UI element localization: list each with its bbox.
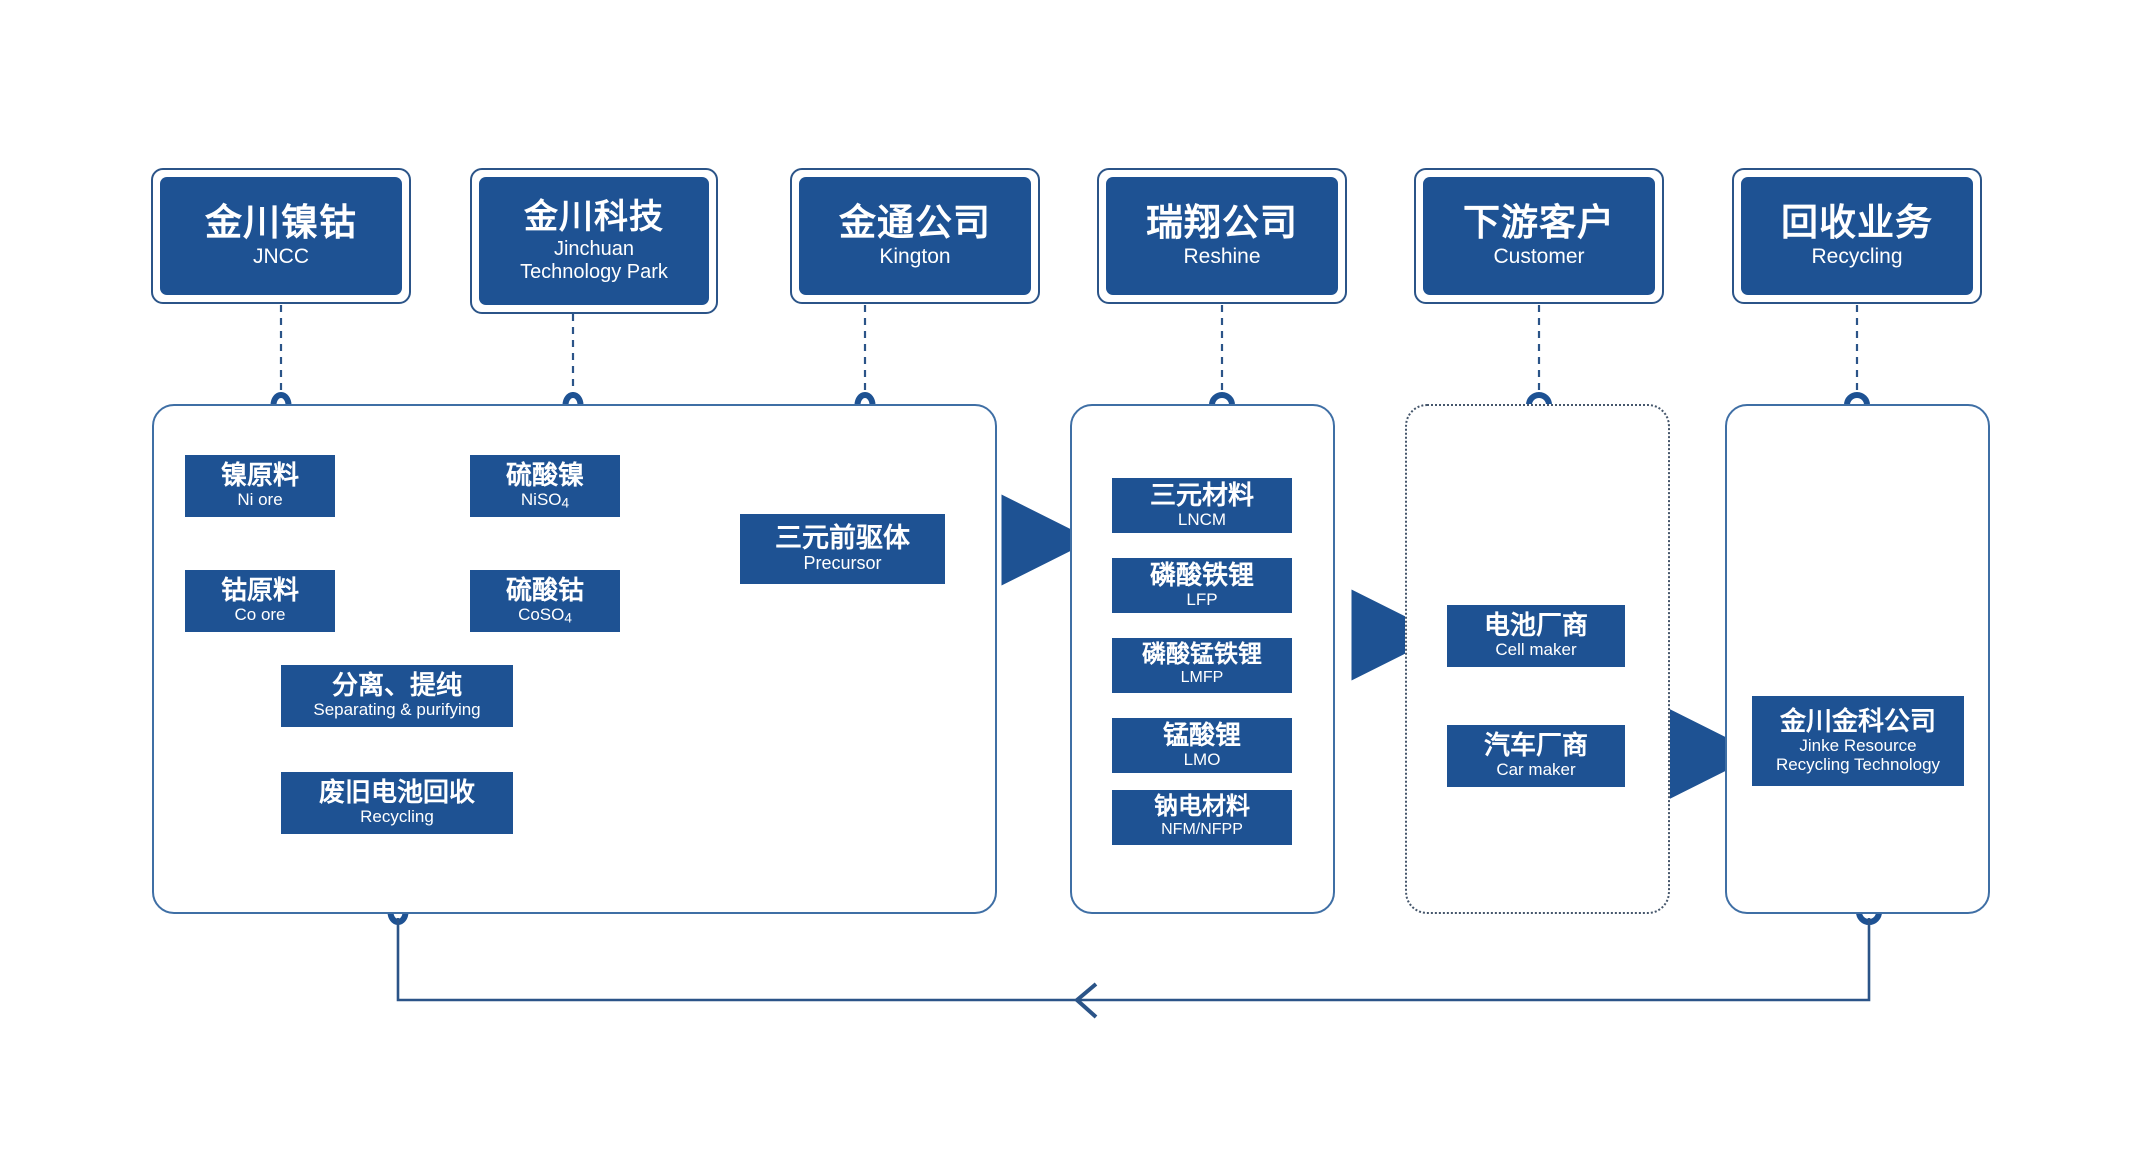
header-title-en-kington: Kington xyxy=(879,245,951,269)
chip-lmfp-en: LMFP xyxy=(1180,669,1224,687)
chip-cell-maker-en: Cell maker xyxy=(1495,640,1577,660)
chip-lmo-en: LMO xyxy=(1183,749,1221,769)
chip-co-ore-cn: 钴原料 xyxy=(220,575,299,606)
chip-lfp[interactable]: 磷酸铁锂 LFP xyxy=(1112,558,1292,613)
header-title-cn-jtp: 金川科技 xyxy=(524,198,664,237)
chip-jinke-resource-recycling[interactable]: 金川金科公司 Jinke Resource Recycling Technolo… xyxy=(1752,696,1964,786)
chip-cell-maker-cn: 电池厂商 xyxy=(1483,610,1588,641)
chip-lfp-cn: 磷酸铁锂 xyxy=(1149,559,1254,590)
chip-jinke-cn: 金川金科公司 xyxy=(1779,705,1936,736)
chip-cobalt-sulfate-en: CoSO4 xyxy=(518,604,572,625)
chip-battery-recycling-cn: 废旧电池回收 xyxy=(318,777,475,808)
header-card-kington[interactable]: 金通公司 Kington xyxy=(790,168,1040,304)
panel-recycling xyxy=(1725,404,1990,914)
header-card-jinchuan-technology-park[interactable]: 金川科技 Jinchuan Technology Park xyxy=(470,168,718,314)
chip-car-maker-cn: 汽车厂商 xyxy=(1483,730,1588,761)
chip-lncm-en: LNCM xyxy=(1177,509,1227,529)
chip-battery-recycling-en: Recycling xyxy=(360,807,434,827)
chip-separating-purifying-en: Separating & purifying xyxy=(313,700,481,720)
chip-nickel-sulfate[interactable]: 硫酸镍 NiSO4 xyxy=(470,455,620,517)
header-card-customer[interactable]: 下游客户 Customer xyxy=(1414,168,1664,304)
header-inner-jtp: 金川科技 Jinchuan Technology Park xyxy=(479,177,709,305)
chip-ni-ore[interactable]: 镍原料 Ni ore xyxy=(185,455,335,517)
header-title-cn-reshine: 瑞翔公司 xyxy=(1146,202,1298,244)
chip-ni-ore-cn: 镍原料 xyxy=(220,460,299,491)
chip-lmfp[interactable]: 磷酸锰铁锂 LMFP xyxy=(1112,638,1292,693)
chip-sodium-ion-material-en: NFM/NFPP xyxy=(1161,821,1243,839)
chip-cell-maker[interactable]: 电池厂商 Cell maker xyxy=(1447,605,1625,667)
header-card-recycling[interactable]: 回收业务 Recycling xyxy=(1732,168,1982,304)
chip-lncm[interactable]: 三元材料 LNCM xyxy=(1112,478,1292,533)
header-title-cn-kington: 金通公司 xyxy=(839,202,991,244)
header-title-en-jtp-line1: Jinchuan xyxy=(553,238,635,261)
header-title-cn-customer: 下游客户 xyxy=(1463,202,1615,244)
header-inner-recycling: 回收业务 Recycling xyxy=(1741,177,1973,295)
chip-co-ore-en: Co ore xyxy=(234,605,286,625)
header-inner-kington: 金通公司 Kington xyxy=(799,177,1031,295)
feedback-loop-path xyxy=(396,918,1871,1019)
chip-co-ore[interactable]: 钴原料 Co ore xyxy=(185,570,335,632)
chip-jinke-en-line1: Jinke Resource xyxy=(1799,735,1917,755)
chip-lmo[interactable]: 锰酸锂 LMO xyxy=(1112,718,1292,773)
chip-separating-purifying[interactable]: 分离、提纯 Separating & purifying xyxy=(281,665,513,727)
chip-sodium-ion-material-cn: 钠电材料 xyxy=(1154,793,1250,821)
chip-precursor-en: Precursor xyxy=(803,553,882,574)
header-inner-customer: 下游客户 Customer xyxy=(1423,177,1655,295)
header-title-en-recycling: Recycling xyxy=(1811,245,1903,269)
chip-battery-recycling[interactable]: 废旧电池回收 Recycling xyxy=(281,772,513,834)
header-card-jncc[interactable]: 金川镍钴 JNCC xyxy=(151,168,411,304)
chip-car-maker[interactable]: 汽车厂商 Car maker xyxy=(1447,725,1625,787)
header-title-en-reshine: Reshine xyxy=(1183,245,1261,269)
header-inner-reshine: 瑞翔公司 Reshine xyxy=(1106,177,1338,295)
header-title-en-jncc: JNCC xyxy=(253,245,309,269)
chip-lfp-en: LFP xyxy=(1186,589,1218,609)
header-title-en-customer: Customer xyxy=(1493,245,1585,269)
chip-car-maker-en: Car maker xyxy=(1496,760,1576,780)
feedback-loop-arrowhead xyxy=(1073,982,1098,1019)
header-title-cn-jncc: 金川镍钴 xyxy=(205,202,357,244)
chip-jinke-en-line2: Recycling Technology xyxy=(1775,755,1941,775)
chip-lmfp-cn: 磷酸锰铁锂 xyxy=(1142,641,1262,669)
chip-lmo-cn: 锰酸锂 xyxy=(1162,719,1241,750)
chip-nickel-sulfate-en: NiSO4 xyxy=(520,489,570,510)
chip-sodium-ion-material[interactable]: 钠电材料 NFM/NFPP xyxy=(1112,790,1292,845)
header-dropline-group xyxy=(279,305,1859,400)
chip-nickel-sulfate-cn: 硫酸镍 xyxy=(505,459,584,490)
chip-cobalt-sulfate[interactable]: 硫酸钴 CoSO4 xyxy=(470,570,620,632)
chip-precursor[interactable]: 三元前驱体 Precursor xyxy=(740,514,945,584)
header-title-cn-recycling: 回收业务 xyxy=(1781,202,1933,244)
chip-separating-purifying-cn: 分离、提纯 xyxy=(331,670,462,701)
chip-lncm-cn: 三元材料 xyxy=(1149,479,1254,510)
chip-ni-ore-en: Ni ore xyxy=(237,490,283,510)
header-card-reshine[interactable]: 瑞翔公司 Reshine xyxy=(1097,168,1347,304)
header-title-en-jtp-line2: Technology Park xyxy=(520,260,668,283)
chip-precursor-cn: 三元前驱体 xyxy=(775,523,910,554)
header-inner-jncc: 金川镍钴 JNCC xyxy=(160,177,402,295)
chip-cobalt-sulfate-cn: 硫酸钴 xyxy=(505,574,584,605)
